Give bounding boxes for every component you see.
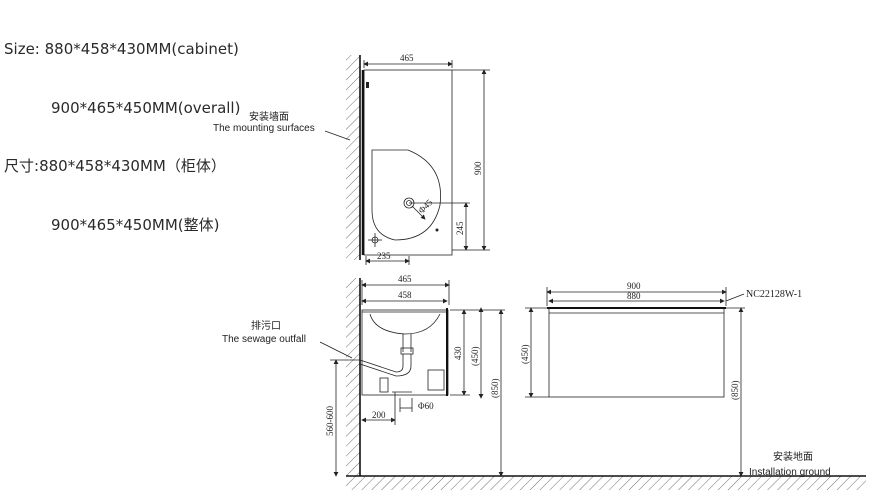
basin-outline-top — [363, 69, 453, 256]
wall-hatch-side — [346, 278, 360, 476]
wall-label-en: The mounting surfaces — [213, 123, 315, 134]
model-leader — [725, 293, 745, 302]
outfall-leader — [319, 341, 353, 359]
dim-900-front: 900 — [627, 281, 641, 291]
floor-drain-block — [379, 377, 389, 393]
size-label: Size: — [4, 40, 40, 58]
dim-465-side: 465 — [398, 274, 412, 284]
front-view: 900 880 (450) (850) NC22128W-1 安装地面 Inst… — [520, 281, 831, 478]
bowl-outline — [371, 149, 441, 241]
size-overall-cn: 900*465*450MM(整体) — [51, 215, 220, 234]
mount-mark — [366, 82, 369, 88]
ground-hatch — [346, 476, 866, 490]
dim-465-top: 465 — [400, 53, 414, 63]
wall-hatch-top — [346, 55, 360, 260]
ground — [346, 475, 866, 490]
dim-450-side: (450) — [470, 347, 480, 367]
dim-450-front: (450) — [520, 345, 530, 365]
wall-leader — [324, 130, 351, 141]
size-row-2: 900*465*450MM(overall) — [4, 99, 240, 119]
size-row-3: 尺寸:880*458*430MM（柜体） — [4, 157, 240, 177]
top-view: Φ45 465 900 245 235 安装墙面 The mounting su… — [213, 53, 490, 265]
bowl-section — [369, 313, 441, 335]
cabinet-front — [548, 307, 725, 398]
outfall-label-cn: 排污口 — [251, 319, 281, 332]
outfall-label-en: The sewage outfall — [222, 334, 306, 345]
size-row-4: 900*465*450MM(整体) — [4, 216, 240, 236]
ground-label-en: Installation ground — [749, 467, 831, 478]
trap-1 — [359, 354, 404, 373]
size-cabinet-cn: 880*458*430MM（柜体） — [39, 157, 226, 175]
ground-label-cn: 安装地面 — [773, 450, 813, 463]
dim-880: 880 — [627, 291, 641, 301]
trap-2 — [359, 354, 412, 377]
model-label: NC22128W-1 — [746, 289, 802, 300]
dim-235: 235 — [377, 251, 391, 261]
dim-245: 245 — [455, 221, 465, 235]
size-label-cn: 尺寸: — [4, 157, 40, 175]
hole-leader — [411, 205, 426, 220]
dim-560-600: 560-600 — [325, 406, 335, 436]
overflow-dot — [435, 228, 439, 232]
wall-label-cn: 安装墙面 — [249, 110, 289, 123]
size-overall: 900*465*450MM(overall) — [51, 98, 241, 117]
side-view: 465 458 430 (450) (850) 560-600 200 Φ60 … — [222, 274, 505, 477]
size-row-1: Size: 880*458*430MM(cabinet) — [4, 40, 240, 60]
pipe-nut — [400, 347, 414, 355]
dim-200: 200 — [372, 410, 386, 420]
dim-850-front: (850) — [730, 381, 740, 401]
dim-458: 458 — [398, 290, 412, 300]
spec-block: Size: 880*458*430MM(cabinet) 900*465*450… — [4, 1, 240, 255]
size-cabinet: 880*458*430MM(cabinet) — [44, 40, 239, 58]
dim-850-side: (850) — [490, 379, 500, 399]
drawer-box — [427, 369, 445, 391]
dim-900-top: 900 — [473, 161, 483, 175]
dim-phi60: Φ60 — [418, 401, 434, 411]
dim-430: 430 — [453, 346, 463, 360]
